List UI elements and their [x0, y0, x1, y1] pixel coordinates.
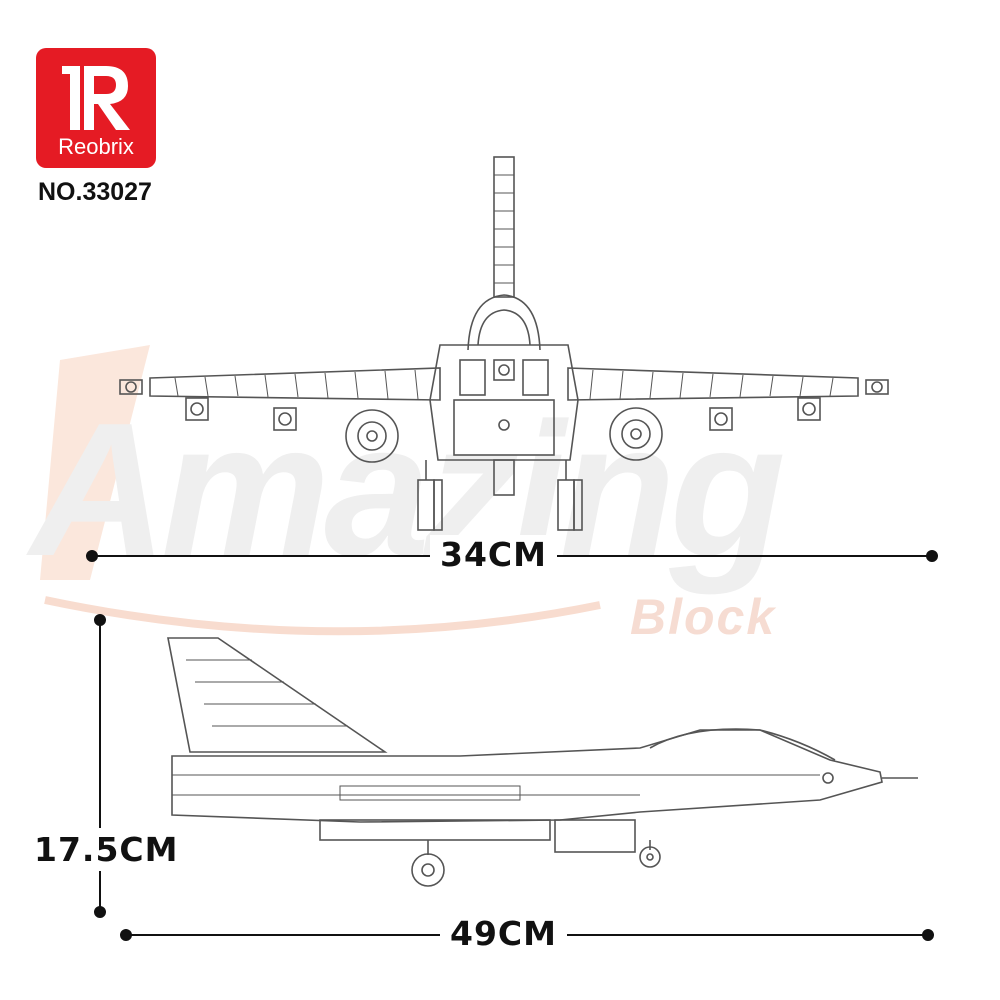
watermark-amazing-text: Amazing [30, 384, 786, 596]
side-length-label: 49CM [440, 914, 567, 953]
brand-name: Reobrix [58, 134, 134, 159]
side-height-dimension-line [94, 614, 106, 918]
watermark-block-text: Block [630, 589, 777, 645]
front-width-label: 34CM [430, 535, 557, 574]
model-number: NO.33027 [38, 178, 152, 206]
brand-logo: Reobrix [36, 48, 156, 168]
reobrix-r-icon [62, 66, 130, 130]
side-view-jet [167, 637, 918, 887]
front-view-jet [119, 156, 889, 531]
side-height-label: 17.5CM [34, 828, 179, 871]
